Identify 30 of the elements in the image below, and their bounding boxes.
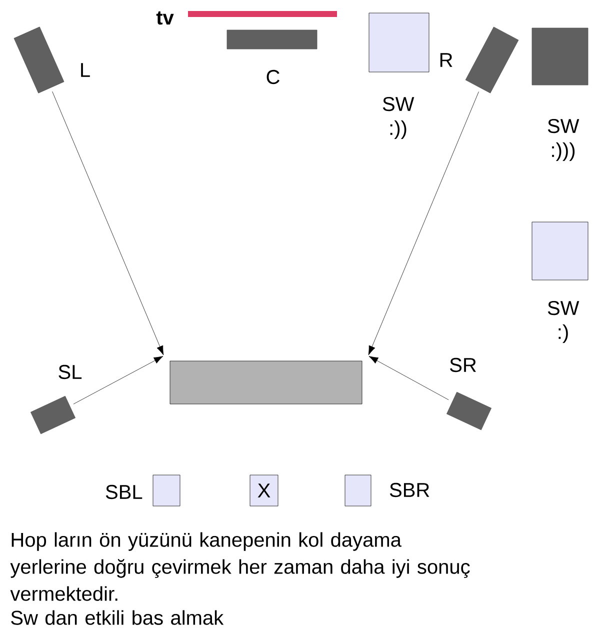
speaker-label: SBL [106, 484, 142, 500]
tv-bar [188, 11, 337, 17]
arrow [368, 91, 479, 356]
speaker [446, 392, 492, 430]
center-speaker [226, 30, 318, 50]
speaker [30, 396, 76, 434]
arrow [73, 356, 164, 404]
speaker-box: X [250, 474, 278, 506]
subwoofer-box [532, 222, 588, 280]
note-text: Sw dan etkili bas almak [11, 610, 224, 625]
speaker-label: SW :) [548, 300, 580, 344]
sofa [170, 360, 362, 404]
subwoofer-box [532, 28, 588, 86]
speaker-label: tv [156, 11, 174, 25]
speaker-box [344, 474, 372, 506]
speaker-label: SL [58, 364, 82, 380]
speaker-label: SR [450, 358, 476, 372]
speaker-label: SW :))) [548, 118, 580, 162]
speaker-label: R [440, 53, 452, 67]
speaker-box [152, 474, 180, 506]
speaker-label: C [266, 70, 280, 84]
note-text: Hop ların ön yüzünü kanepenin kol dayama yerlerine doğru çevirmek her zaman daha iyi sonuç vermektedir. [10, 532, 470, 601]
speaker [465, 26, 519, 94]
arrow [368, 356, 449, 400]
subwoofer-box [368, 12, 430, 72]
arrow [52, 91, 164, 356]
speaker-label: SBR [390, 482, 430, 498]
speaker-label: L [81, 63, 90, 77]
speaker [14, 26, 64, 94]
speaker-label: SW :)) [382, 96, 414, 140]
